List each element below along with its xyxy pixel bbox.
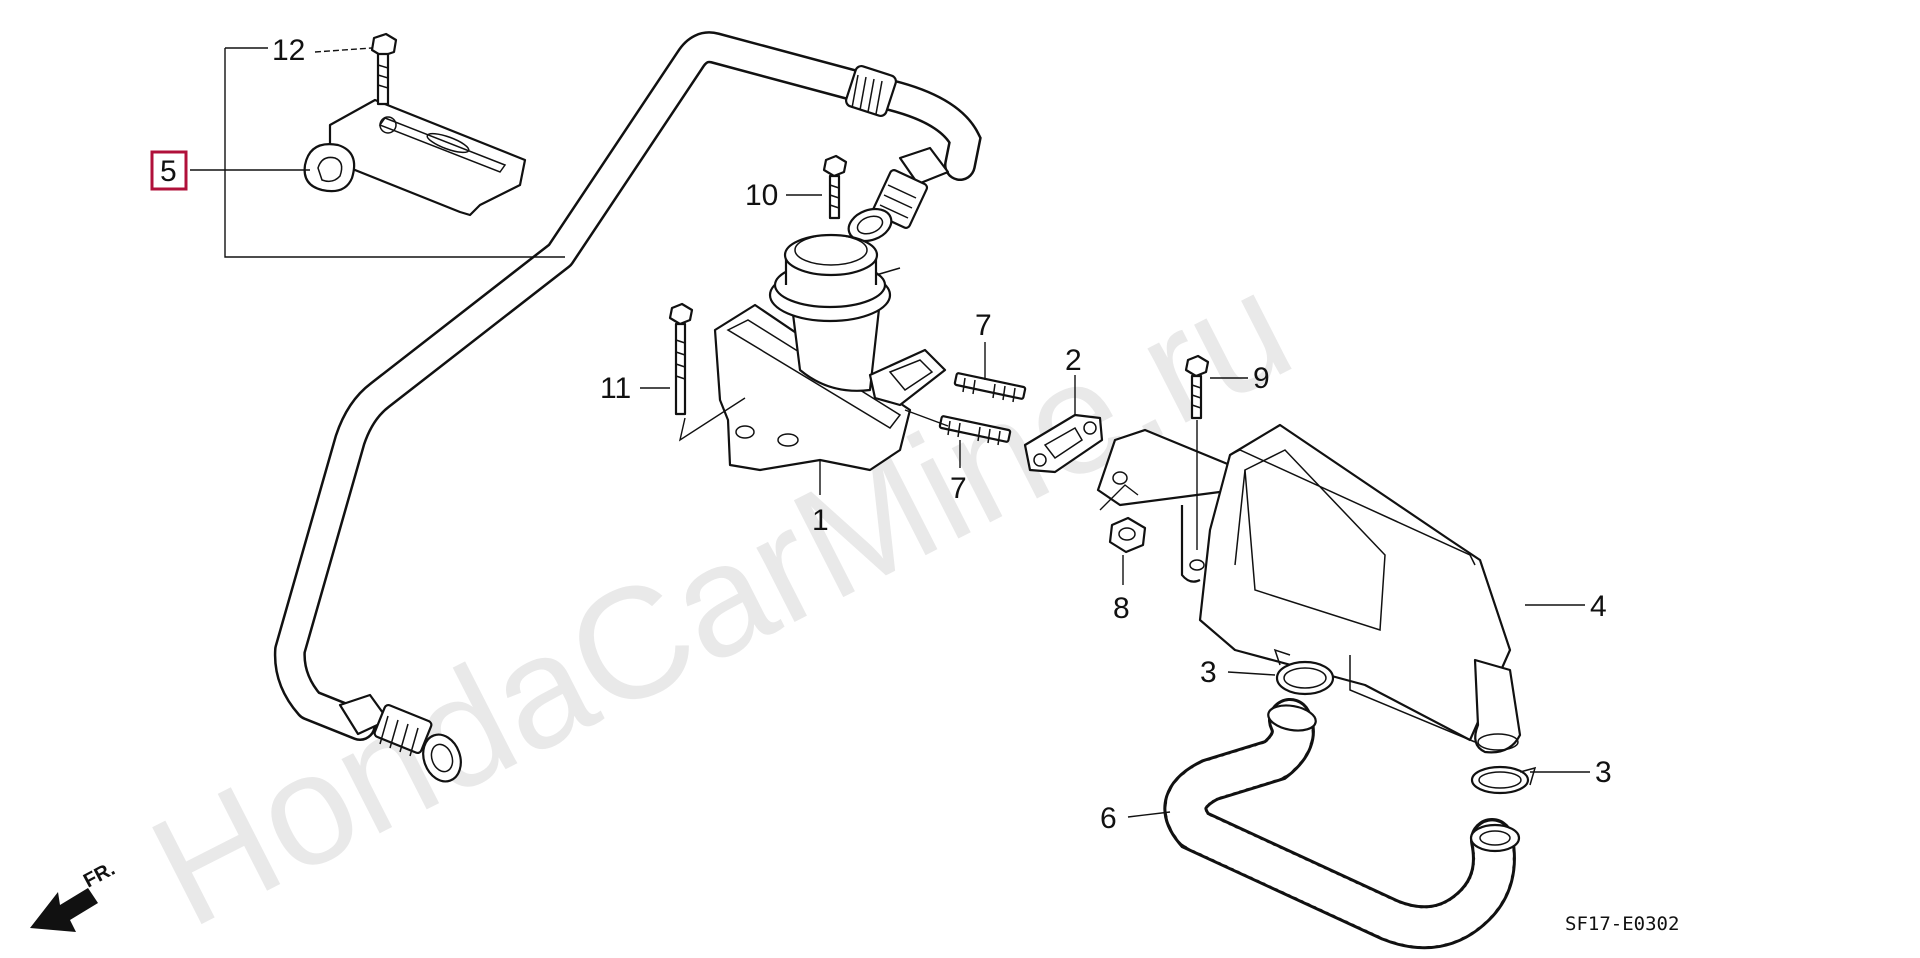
bolt-11[interactable] xyxy=(668,302,746,442)
callout-1[interactable]: 1 xyxy=(812,504,829,537)
callouts: 12 5 10 11 1 7 7 2 9 8 4 3 3 6 xyxy=(150,34,1612,835)
front-arrow-icon xyxy=(30,888,98,932)
callout-4[interactable]: 4 xyxy=(1590,590,1607,623)
pipe-bracket[interactable] xyxy=(303,98,527,217)
diagram-code: SF17-E0302 xyxy=(1565,913,1679,935)
callout-11[interactable]: 11 xyxy=(600,372,631,405)
air-suction-valve[interactable] xyxy=(713,233,947,472)
callout-7-upper[interactable]: 7 xyxy=(975,309,992,342)
callout-3-upper[interactable]: 3 xyxy=(1200,656,1217,689)
air-pipe[interactable] xyxy=(273,31,982,787)
callout-2[interactable]: 2 xyxy=(1065,344,1082,377)
rubber-hose[interactable] xyxy=(1163,698,1521,950)
callout-12[interactable]: 12 xyxy=(272,34,305,67)
callout-10[interactable]: 10 xyxy=(745,179,778,212)
stud-bolt-lower[interactable] xyxy=(904,409,1012,446)
hose-clamp-lower[interactable] xyxy=(1470,765,1537,795)
flange-nut[interactable] xyxy=(1099,484,1147,554)
callout-9[interactable]: 9 xyxy=(1253,362,1270,395)
callout-8[interactable]: 8 xyxy=(1113,592,1130,625)
callout-6[interactable]: 6 xyxy=(1100,802,1117,835)
bolt-9[interactable] xyxy=(1184,354,1210,550)
pipe-coupler-top xyxy=(844,64,898,118)
hose-clamp-upper[interactable] xyxy=(1273,648,1335,696)
bolt-10[interactable] xyxy=(822,154,848,220)
callout-3-lower[interactable]: 3 xyxy=(1595,756,1612,789)
front-arrow-label: FR. xyxy=(80,858,119,893)
leader-lines xyxy=(190,47,1590,818)
front-direction-indicator: FR. xyxy=(30,858,119,932)
callout-5[interactable]: 5 xyxy=(160,155,177,188)
callout-7-lower[interactable]: 7 xyxy=(950,472,967,505)
callout-5-highlight xyxy=(150,150,188,191)
pipe-fitting-lower xyxy=(338,693,462,783)
bolt-12[interactable] xyxy=(370,32,398,106)
pipe-fitting-upper xyxy=(847,146,950,243)
stud-bolt-upper[interactable] xyxy=(953,372,1027,403)
resonator-chamber[interactable] xyxy=(1096,423,1522,754)
